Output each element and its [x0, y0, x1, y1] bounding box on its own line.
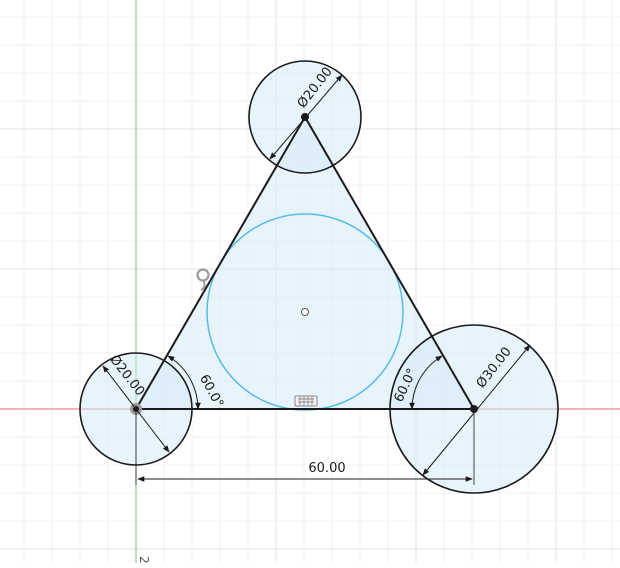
- axis-ruler-label: 2: [137, 556, 151, 563]
- horizontal-icon[interactable]: [294, 395, 318, 407]
- dim-base-length[interactable]: 60.00: [135, 412, 475, 485]
- dim-base-length-text: 60.00: [308, 461, 345, 476]
- circle-top[interactable]: [248, 60, 362, 174]
- inscribed-circle-center[interactable]: [301, 308, 309, 316]
- profile-fill: [80, 61, 558, 493]
- coincident-icon[interactable]: [196, 268, 210, 291]
- circle-right[interactable]: [389, 324, 559, 494]
